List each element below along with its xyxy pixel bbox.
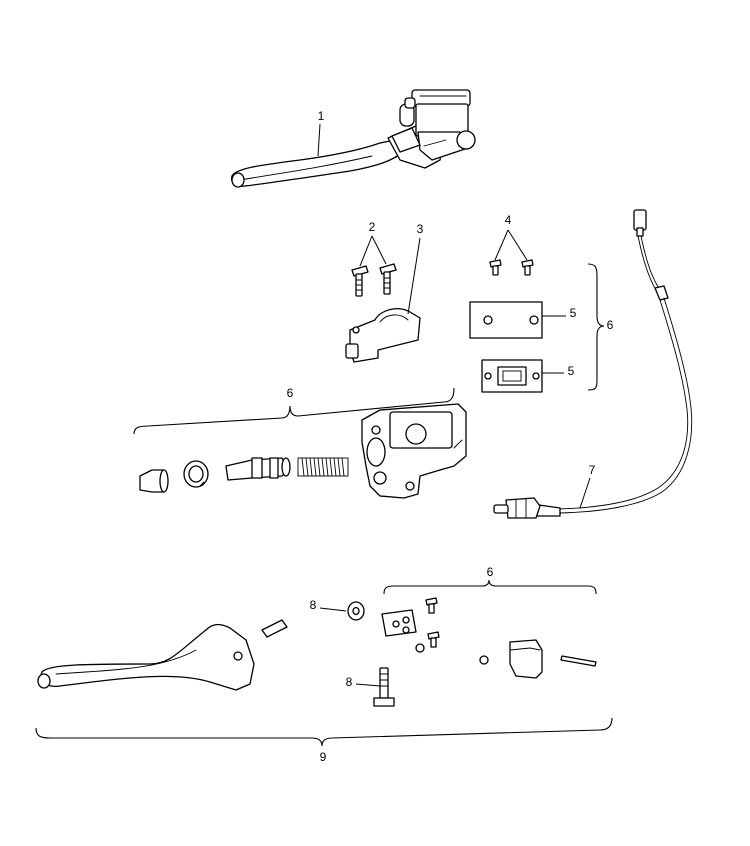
master-cylinder-body	[361, 403, 467, 499]
snap-ring	[183, 460, 209, 488]
callout-8-bushing: 8	[310, 598, 317, 612]
leader-lines	[317, 123, 591, 687]
callout-9: 9	[320, 750, 327, 764]
brace-middle	[133, 387, 455, 435]
callout-6-bottom: 6	[487, 565, 494, 579]
pivot-bolt	[373, 667, 395, 707]
piston	[225, 457, 291, 481]
brace-bottom-right	[383, 579, 597, 595]
reservoir-cover	[469, 301, 543, 339]
callout-8-bolt: 8	[346, 675, 353, 689]
handlebar-clamp	[345, 308, 421, 363]
callout-1: 1	[318, 109, 325, 123]
cover-screws	[489, 259, 534, 276]
brake-lever	[37, 623, 255, 691]
brake-light-switch-cable	[493, 209, 693, 519]
callout-3: 3	[417, 222, 424, 236]
callout-7: 7	[589, 463, 596, 477]
callout-4: 4	[505, 213, 512, 227]
master-cylinder-assembly	[230, 89, 476, 188]
piston-boot	[139, 469, 169, 493]
lever-hardware	[381, 597, 597, 679]
callout-labels: 1 2 3 4 5 5 6 6 6 7 8 8 9	[287, 109, 614, 764]
reservoir-diaphragm	[481, 359, 543, 393]
brace-right	[587, 263, 605, 391]
braces	[35, 263, 613, 747]
callout-5-diaphragm: 5	[568, 364, 575, 378]
pivot-bushing	[347, 601, 365, 621]
clamp-bolts	[351, 263, 397, 297]
return-spring	[297, 457, 349, 477]
callout-6-middle: 6	[287, 386, 294, 400]
callout-6-right: 6	[607, 318, 614, 332]
callout-2: 2	[369, 220, 376, 234]
brace-bottom	[35, 717, 613, 747]
lever-pin	[261, 619, 288, 638]
callout-5-cover: 5	[570, 306, 577, 320]
